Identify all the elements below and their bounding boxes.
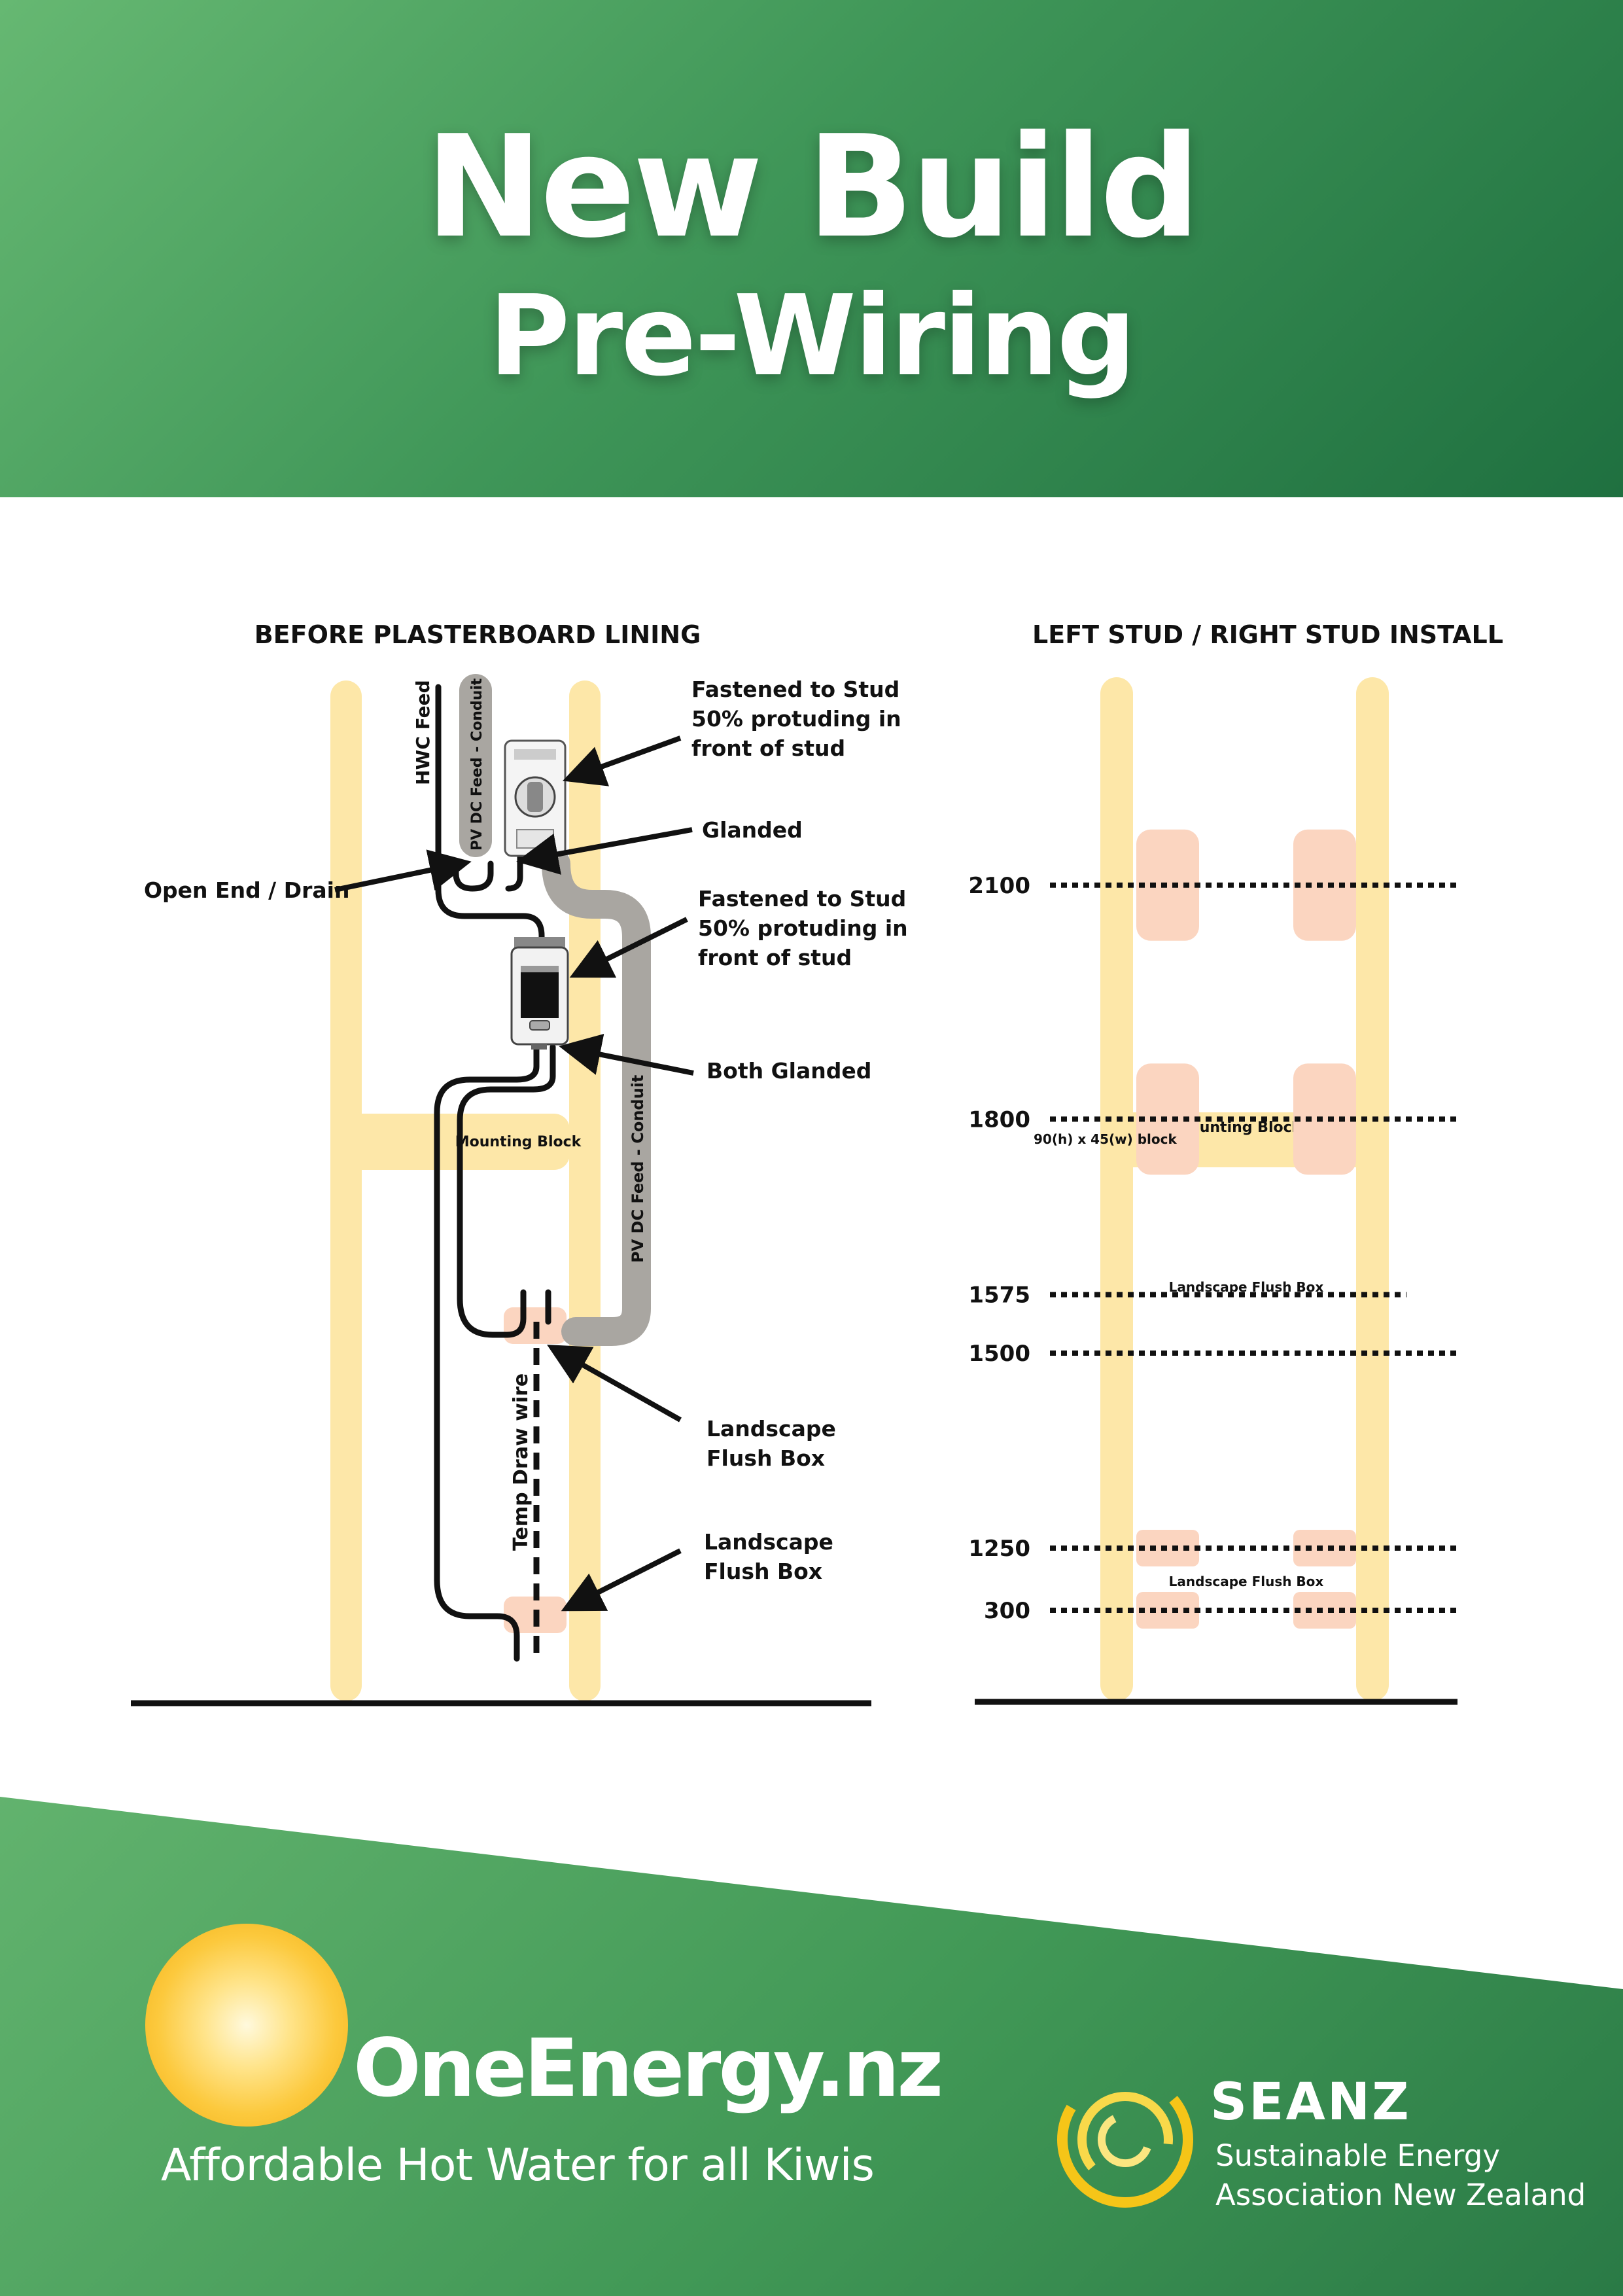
height-value-1800: 1800 bbox=[968, 1106, 1030, 1133]
glanded-label: Glanded bbox=[702, 817, 803, 843]
right-flush-box-1800-left bbox=[1136, 1063, 1199, 1175]
rcd-box-icon bbox=[510, 937, 569, 1050]
flush-box-label-1: Landscape Flush Box bbox=[707, 1416, 843, 1471]
height-value-1250: 1250 bbox=[968, 1536, 1030, 1562]
sun-logo-icon bbox=[145, 1924, 348, 2127]
right-flush-box-1800-right bbox=[1293, 1063, 1356, 1175]
right-stud-left bbox=[1100, 677, 1133, 1701]
title-line-1: New Build bbox=[425, 105, 1200, 269]
partner-line-2: Association New Zealand bbox=[1215, 2178, 1586, 2212]
right-flush-box-300-right bbox=[1293, 1592, 1356, 1629]
right-flush-box-2100-right bbox=[1293, 829, 1356, 941]
right-flush-box-label-1: Landscape Flush Box bbox=[1169, 1279, 1324, 1295]
open-end-label: Open End / Drain bbox=[144, 877, 349, 903]
seanz-swirl-icon bbox=[1057, 2072, 1193, 2208]
right-flush-box-2100-left bbox=[1136, 829, 1199, 941]
title-line-2: Pre-Wiring bbox=[488, 272, 1136, 401]
height-value-2100: 2100 bbox=[968, 873, 1030, 899]
hwc-feed-label: HWC Feed bbox=[412, 680, 434, 785]
pointer-arrows bbox=[334, 735, 694, 1612]
fastened-label-2: Fastened to Stud 50% protuding in front … bbox=[698, 886, 915, 970]
right-stud-right bbox=[1356, 677, 1389, 1701]
left-stud-2 bbox=[569, 680, 601, 1701]
left-diagram: BEFORE PLASTERBOARD LINING Mounting Bloc… bbox=[131, 620, 915, 1706]
pv-conduit-top-label: PV DC Feed - Conduit bbox=[469, 678, 485, 851]
height-value-300: 300 bbox=[984, 1598, 1030, 1624]
right-flush-box-300-left bbox=[1136, 1592, 1199, 1629]
block-size-label: 90(h) x 45(w) block bbox=[1034, 1131, 1177, 1147]
header-banner: New Build Pre-Wiring bbox=[0, 0, 1623, 497]
height-markers: 2100 1800 1575 1500 1250 300 bbox=[968, 873, 1457, 1624]
right-diagram: LEFT STUD / RIGHT STUD INSTALL Mounting … bbox=[968, 620, 1503, 1705]
left-heading: BEFORE PLASTERBOARD LINING bbox=[254, 620, 701, 649]
isolator-switch-icon bbox=[504, 739, 567, 857]
brand-tagline: Affordable Hot Water for all Kiwis bbox=[161, 2140, 875, 2191]
height-value-1575: 1575 bbox=[968, 1282, 1030, 1309]
brand-name: OneEnergy.nz bbox=[353, 2022, 943, 2115]
right-flush-box-label-2: Landscape Flush Box bbox=[1169, 1574, 1324, 1589]
height-value-1500: 1500 bbox=[968, 1341, 1030, 1367]
temp-draw-label: Temp Draw wire bbox=[510, 1373, 532, 1551]
wiring-diagrams: BEFORE PLASTERBOARD LINING Mounting Bloc… bbox=[131, 620, 1503, 1706]
fastened-label-1: Fastened to Stud 50% protuding in front … bbox=[691, 677, 909, 761]
partner-line-1: Sustainable Energy bbox=[1215, 2138, 1500, 2173]
both-glanded-label: Both Glanded bbox=[707, 1058, 871, 1084]
mounting-block-label: Mounting Block bbox=[455, 1134, 582, 1150]
flush-box-label-2: Landscape Flush Box bbox=[704, 1529, 841, 1584]
right-heading: LEFT STUD / RIGHT STUD INSTALL bbox=[1032, 620, 1503, 649]
right-flush-box-1250-left bbox=[1136, 1530, 1199, 1566]
flush-box-layer bbox=[1136, 829, 1356, 1629]
left-stud-1 bbox=[330, 680, 362, 1701]
right-flush-box-1250-right bbox=[1293, 1530, 1356, 1566]
pv-conduit-side-label: PV DC Feed - Conduit bbox=[629, 1075, 647, 1263]
partner-name: SEANZ bbox=[1210, 2073, 1411, 2132]
